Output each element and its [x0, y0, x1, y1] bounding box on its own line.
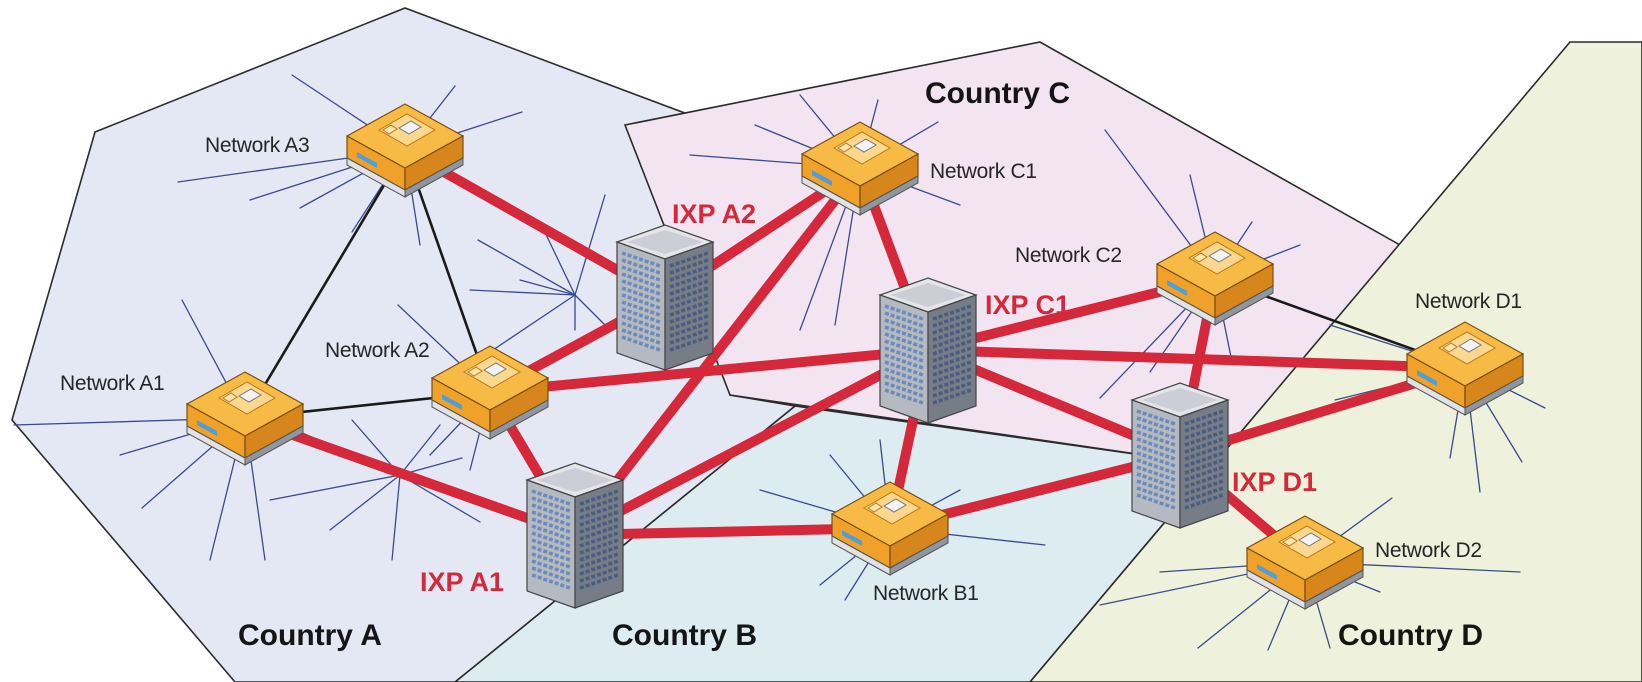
ixp-a1-server	[525, 461, 625, 610]
network-d1-label: Network D1	[1415, 290, 1522, 313]
network-a3-label: Network A3	[205, 134, 309, 157]
customer-link	[329, 474, 401, 531]
labels: Network A3 Network A1 Network A2 Network…	[60, 77, 1522, 652]
network-c1-label: Network C1	[930, 160, 1037, 183]
ixp-link	[240, 413, 580, 540]
ixp-link	[570, 345, 933, 540]
ixp-a2-server	[615, 223, 715, 372]
country-d-label: Country D	[1338, 619, 1483, 652]
ixp-c1-label: IXP C1	[985, 290, 1070, 320]
network-d2-label: Network D2	[1375, 539, 1482, 562]
network-a2-label: Network A2	[325, 339, 429, 362]
ixp-d1-label: IXP D1	[1232, 467, 1317, 497]
ixp-a2-label: IXP A2	[672, 199, 756, 229]
ixp-d1-server	[1130, 381, 1230, 530]
customer-link	[519, 279, 576, 296]
peering-link	[403, 148, 492, 394]
peering-link	[243, 148, 407, 420]
network-b1-label: Network B1	[873, 582, 979, 605]
country-b-label: Country B	[612, 619, 757, 652]
customer-link	[574, 194, 606, 296]
customer-link	[269, 474, 401, 501]
country-c-label: Country C	[925, 77, 1070, 110]
ixp-a1-label: IXP A1	[420, 567, 504, 597]
network-c2-label: Network C2	[1015, 244, 1122, 267]
customer-link	[469, 289, 576, 296]
country-a-label: Country A	[238, 619, 382, 652]
ixp-link	[485, 345, 933, 397]
customer-link	[489, 294, 576, 353]
customer-link	[477, 239, 576, 296]
network-a1-label: Network A1	[60, 372, 164, 395]
ixp-link	[570, 163, 865, 540]
customer-link	[391, 474, 401, 561]
ixp-c1-server	[878, 276, 978, 425]
customer-link	[399, 424, 441, 476]
customer-link	[574, 294, 611, 331]
